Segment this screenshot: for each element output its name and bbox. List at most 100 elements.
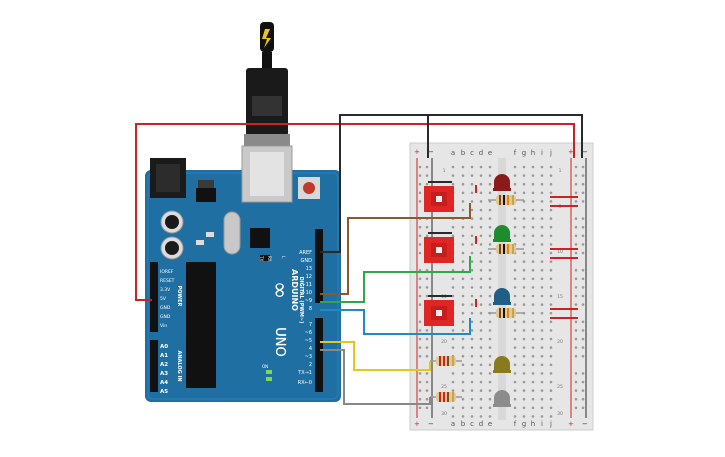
pushbutton[interactable] — [424, 237, 454, 263]
breadboard-hole — [522, 243, 526, 246]
rail-hole — [425, 389, 429, 392]
breadboard-hole — [549, 174, 553, 177]
breadboard-hole — [549, 311, 553, 315]
pin-label: GND — [160, 305, 171, 311]
pin-label: 5V — [160, 296, 167, 302]
column-label: f — [514, 149, 517, 157]
rail-hole — [418, 294, 422, 298]
rail-hole — [418, 182, 422, 186]
rail-hole — [581, 174, 585, 177]
pin-label: ~9 — [305, 298, 312, 304]
column-label: h — [531, 420, 535, 428]
pushbutton[interactable] — [424, 186, 454, 212]
breadboard-hole — [479, 389, 483, 392]
breadboard-hole — [461, 346, 465, 349]
breadboard-hole — [540, 397, 544, 401]
power-title: POWER — [176, 286, 182, 307]
rail-hole — [581, 286, 585, 289]
breadboard-hole — [522, 303, 526, 306]
resistor — [488, 308, 524, 318]
white-led — [493, 390, 511, 407]
breadboard-hole — [531, 363, 535, 367]
pin-label: TX→1 — [297, 370, 312, 376]
breadboard-hole — [549, 217, 553, 220]
breadboard-hole — [513, 363, 517, 367]
column-label: d — [479, 149, 483, 157]
breadboard-hole — [549, 234, 553, 238]
arduino-brand: ARDUINO — [290, 269, 299, 311]
column-label: a — [451, 420, 455, 428]
tx-label: TX — [259, 255, 264, 261]
breadboard-hole — [531, 346, 535, 349]
breadboard-hole — [470, 234, 474, 238]
breadboard-hole — [540, 251, 544, 255]
breadboard-hole — [451, 174, 455, 177]
breadboard-hole — [513, 182, 517, 186]
pin-label: GND — [160, 314, 171, 320]
rail-hole — [574, 346, 578, 349]
pin-label: ~11 — [301, 282, 312, 288]
rail-hole — [581, 337, 585, 341]
breadboard-hole — [461, 174, 465, 177]
breadboard-hole — [522, 251, 526, 255]
rail-minus-label: − — [582, 148, 588, 156]
breadboard-hole — [461, 208, 465, 212]
breadboard-hole — [522, 286, 526, 289]
breadboard-hole — [488, 243, 492, 246]
breadboard-hole — [540, 268, 544, 272]
breadboard-hole — [470, 208, 474, 212]
breadboard-hole — [522, 268, 526, 272]
rail-hole — [418, 397, 422, 401]
breadboard-hole — [549, 260, 553, 263]
breadboard-hole — [470, 389, 474, 392]
breadboard-hole — [488, 251, 492, 255]
rail-hole — [581, 406, 585, 410]
breadboard-hole — [488, 346, 492, 349]
breadboard-hole — [470, 286, 474, 289]
breadboard-hole — [470, 303, 474, 306]
breadboard-hole — [540, 337, 544, 341]
breadboard-hole — [479, 286, 483, 289]
rail-hole — [574, 251, 578, 255]
rail-hole — [581, 251, 585, 255]
breadboard-hole — [531, 303, 535, 306]
rail-plus-label: + — [414, 420, 420, 428]
breadboard-hole — [488, 182, 492, 186]
rail-minus-label: − — [582, 420, 588, 428]
breadboard-hole — [549, 208, 553, 212]
breadboard-hole — [451, 329, 455, 332]
breadboard-hole — [488, 320, 492, 324]
breadboard-hole — [513, 174, 517, 177]
breadboard-hole — [488, 389, 492, 392]
breadboard-hole — [531, 251, 535, 255]
breadboard-hole — [470, 372, 474, 375]
rail-hole — [581, 165, 585, 169]
rail-plus-label: + — [568, 420, 574, 428]
breadboard-hole — [461, 311, 465, 315]
wire-gnd — [320, 114, 429, 253]
pin-label: 13 — [306, 266, 312, 272]
breadboard-hole — [488, 380, 492, 384]
row-number: 25 — [557, 384, 563, 390]
breadboard-hole — [531, 286, 535, 289]
reset-button[interactable] — [298, 177, 320, 199]
rail-hole — [574, 234, 578, 238]
breadboard-hole — [513, 268, 517, 272]
rail-hole — [581, 354, 585, 358]
rail-hole — [581, 329, 585, 332]
rail-hole — [574, 372, 578, 375]
breadboard-hole — [549, 286, 553, 289]
pushbutton[interactable] — [424, 300, 454, 326]
column-label: a — [451, 149, 455, 157]
breadboard-hole — [540, 406, 544, 410]
rail-hole — [581, 225, 585, 229]
breadboard-hole — [488, 337, 492, 341]
column-label: b — [461, 149, 466, 157]
rail-hole — [574, 182, 578, 186]
pin-label: A4 — [160, 380, 168, 386]
breadboard-hole — [540, 234, 544, 238]
breadboard-hole — [470, 225, 474, 229]
breadboard-hole — [540, 191, 544, 195]
rail-hole — [574, 174, 578, 177]
rail-hole — [581, 380, 585, 384]
